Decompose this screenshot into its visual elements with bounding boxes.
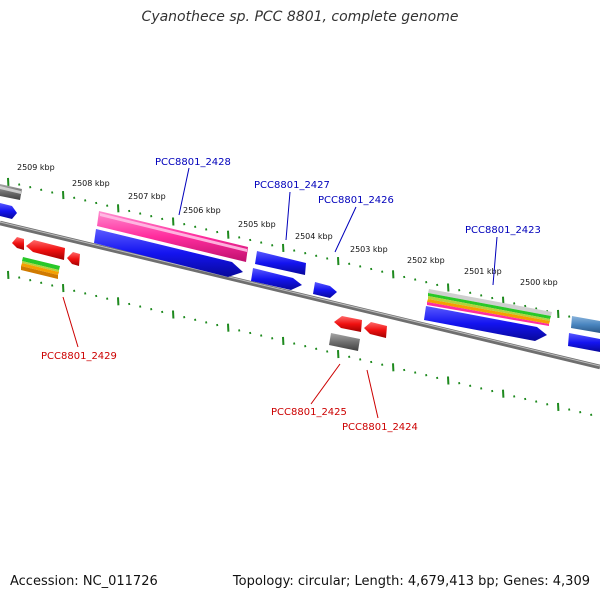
gene-feature[interactable] [255, 251, 306, 275]
genome-stats-text: Topology: circular; Length: 4,679,413 bp… [232, 574, 590, 589]
gene-feature[interactable] [424, 306, 547, 341]
forward-features [0, 184, 600, 352]
genome-backbone [0, 220, 600, 370]
gene-feature[interactable] [0, 203, 17, 219]
label-leaders [62, 167, 498, 419]
scale-label: 2506 kbp [183, 206, 221, 215]
gene-feature[interactable] [313, 282, 337, 298]
upper-tick-track [7, 177, 593, 323]
scale-label: 2504 kbp [295, 232, 333, 241]
gene-label-pcc8801-2425[interactable]: PCC8801_2425 [271, 407, 347, 418]
gene-feature[interactable] [571, 316, 600, 333]
scale-label: 2509 kbp [17, 163, 55, 172]
scale-label: 2500 kbp [520, 278, 558, 287]
gene-feature[interactable] [334, 316, 362, 332]
scale-label: 2501 kbp [464, 267, 502, 276]
gene-feature[interactable] [94, 229, 243, 277]
scale-label: 2507 kbp [128, 192, 166, 201]
scale-label: 2508 kbp [72, 179, 110, 188]
gene-feature-multicolor[interactable] [21, 257, 60, 279]
gene-feature-multicolor[interactable] [427, 289, 552, 326]
gene-label-pcc8801-2426[interactable]: PCC8801_2426 [318, 195, 394, 206]
gene-feature[interactable] [67, 252, 80, 266]
gene-label-pcc8801-2424[interactable]: PCC8801_2424 [342, 422, 418, 433]
scale-label: 2502 kbp [407, 256, 445, 265]
gene-feature[interactable] [26, 240, 65, 260]
accession-text: Accession: NC_011726 [10, 574, 158, 589]
gene-label-pcc8801-2427[interactable]: PCC8801_2427 [254, 180, 330, 191]
gene-label-pcc8801-2429[interactable]: PCC8801_2429 [41, 351, 117, 362]
gene-label-pcc8801-2428[interactable]: PCC8801_2428 [155, 157, 231, 168]
genome-title: Cyanothece sp. PCC 8801, complete genome [141, 9, 459, 25]
reverse-features [12, 237, 387, 351]
scale-label: 2503 kbp [350, 245, 388, 254]
gene-feature[interactable] [12, 237, 24, 250]
scale-label: 2505 kbp [238, 220, 276, 229]
gene-feature[interactable] [568, 333, 600, 352]
gene-feature[interactable] [251, 268, 302, 290]
gene-feature[interactable] [329, 333, 360, 351]
lower-tick-track [7, 270, 593, 416]
gene-label-pcc8801-2423[interactable]: PCC8801_2423 [465, 225, 541, 236]
gene-feature[interactable] [364, 322, 387, 338]
